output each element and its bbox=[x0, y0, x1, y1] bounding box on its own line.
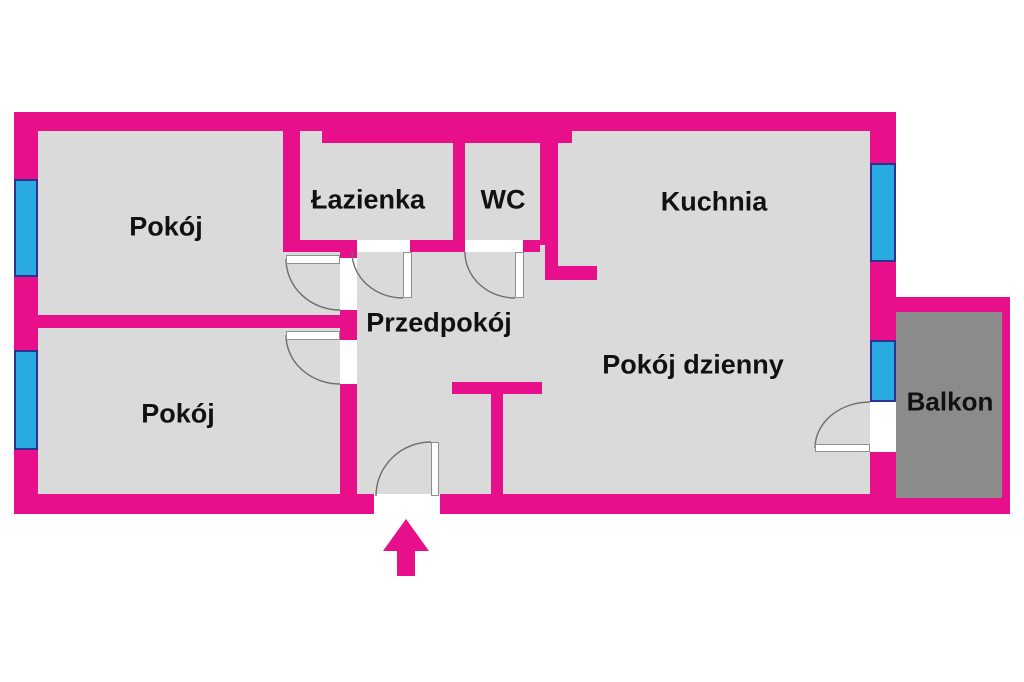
door-leaf-bedroom-top bbox=[286, 255, 340, 264]
doorway-wc bbox=[465, 240, 523, 252]
wall-top bbox=[14, 112, 896, 131]
wall-bath-south-left bbox=[300, 240, 352, 252]
wall-left-mid bbox=[14, 277, 38, 350]
room-label-balkon: Balkon bbox=[906, 386, 994, 417]
balcony-floor bbox=[896, 312, 1002, 498]
wall-bottom-left bbox=[14, 494, 374, 514]
room-label-wc: WC bbox=[480, 184, 526, 215]
doorway-balcony bbox=[870, 402, 896, 452]
wall-tee-stem bbox=[491, 394, 503, 494]
wall-top-notch bbox=[322, 131, 572, 143]
window-left-2 bbox=[14, 350, 38, 450]
room-label-przedpokoj: Przedpokój bbox=[366, 307, 512, 338]
balcony-wall-top bbox=[896, 297, 1010, 312]
room-label-lazienka: Łazienka bbox=[310, 184, 426, 215]
wall-bath-south-right bbox=[410, 240, 453, 252]
wall-right-upper bbox=[870, 112, 896, 163]
door-leaf-bedroom-bottom bbox=[286, 331, 340, 340]
wall-hall-west-lower bbox=[340, 384, 357, 494]
wall-hall-west-mid bbox=[340, 310, 357, 340]
wall-bedroom-bath bbox=[283, 131, 300, 252]
wall-left-upper bbox=[14, 112, 38, 179]
door-leaf-bath bbox=[403, 252, 412, 298]
wall-kitchen-west bbox=[540, 131, 558, 245]
room-label-pokoj-dzienny: Pokój dzienny bbox=[602, 349, 784, 380]
window-right-1 bbox=[870, 163, 896, 262]
door-leaf-entrance bbox=[431, 442, 439, 496]
wall-divider-bedrooms bbox=[38, 315, 340, 328]
balcony-wall-right bbox=[1002, 312, 1010, 514]
door-leaf-wc bbox=[515, 252, 524, 298]
window-left-1 bbox=[14, 179, 38, 277]
doorway-entrance bbox=[374, 494, 440, 514]
room-label-kuchnia: Kuchnia bbox=[660, 186, 768, 217]
entrance-arrow-icon bbox=[383, 519, 429, 576]
wall-kitchen-column bbox=[545, 245, 558, 271]
wall-right-lower bbox=[870, 452, 896, 514]
wall-kitchen-stub bbox=[545, 266, 597, 280]
wall-bottom-right bbox=[440, 494, 896, 514]
doorway-bath bbox=[352, 240, 410, 252]
balcony-wall-bottom bbox=[896, 498, 1010, 514]
wall-bath-wc bbox=[453, 143, 465, 252]
room-label-pokoj-top: Pokój bbox=[129, 211, 203, 242]
wall-tee-flange bbox=[452, 382, 542, 394]
wall-hall-west-upper bbox=[340, 240, 357, 258]
door-leaf-balcony bbox=[815, 444, 870, 452]
wall-right-mid bbox=[870, 262, 896, 340]
doorway-bedroom-top bbox=[340, 258, 357, 310]
wall-wc-south-right bbox=[523, 240, 540, 252]
doorway-bedroom-bottom bbox=[340, 340, 357, 384]
window-right-2 bbox=[870, 340, 896, 402]
room-label-pokoj-bottom: Pokój bbox=[141, 398, 215, 429]
